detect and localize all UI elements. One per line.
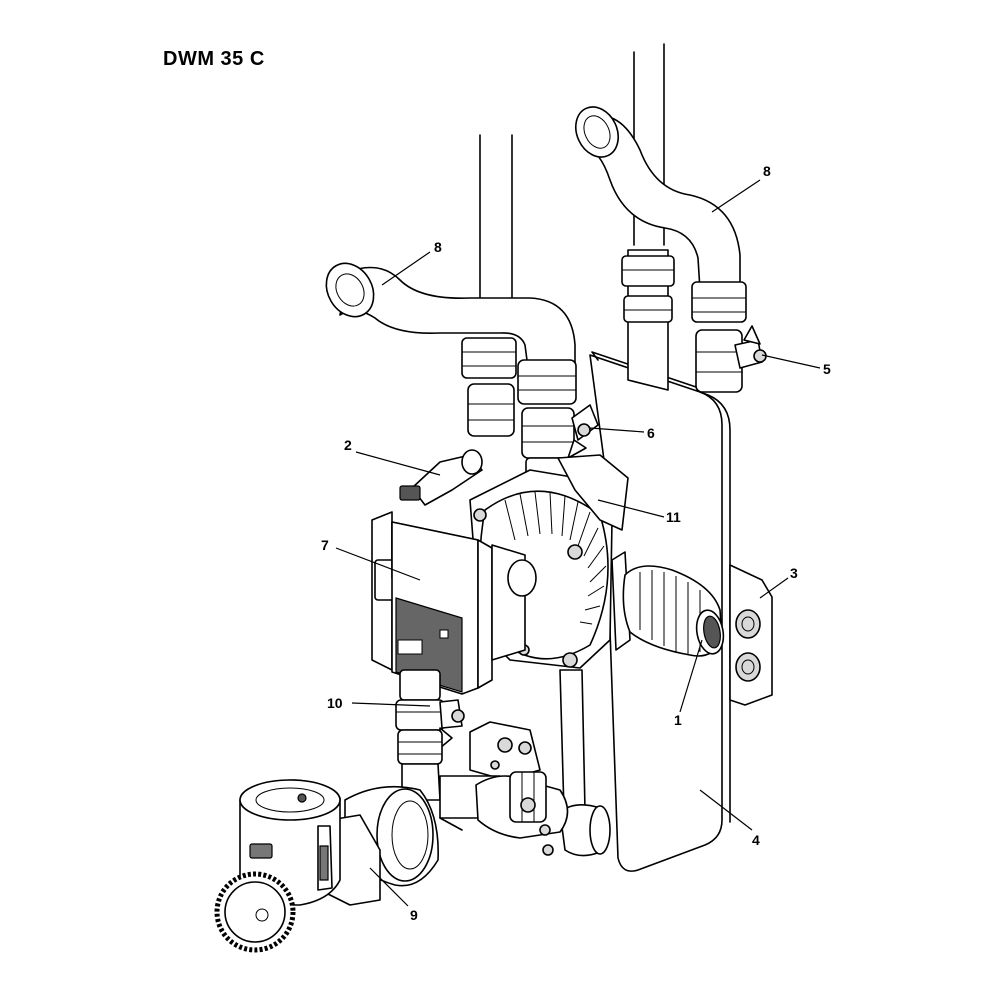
callout-1: 1 [674,712,682,728]
callout-8-right: 8 [763,163,771,179]
right-connection-pipe [575,106,741,291]
callout-3: 3 [790,565,798,581]
mounting-bracket [469,721,541,781]
auxiliary-pump [214,779,439,953]
callout-9: 9 [410,907,418,923]
callout-4: 4 [752,832,760,848]
return-pipe [559,669,611,857]
callout-11: 11 [666,509,681,525]
callout-8-left: 8 [434,239,442,255]
leader-lines [335,179,821,907]
diagram-title: DWM 35 C [163,48,265,70]
left-connection-pipe [325,262,576,369]
lower-connection-pipe [439,771,569,856]
callout-7: 7 [321,537,329,553]
thermostat-knob [611,551,725,657]
callout-6: 6 [647,425,655,441]
callout-5: 5 [823,361,831,377]
sensor-stub [399,449,483,506]
right-ball-valve [691,281,767,393]
left-fittings [461,337,599,483]
callout-labels: 8 8 5 6 2 11 7 3 1 10 4 9 [321,163,831,923]
callout-10: 10 [327,695,343,711]
side-bracket [729,564,773,706]
right-down-pipe [621,249,675,391]
control-module [371,511,537,695]
callout-2: 2 [344,437,352,453]
